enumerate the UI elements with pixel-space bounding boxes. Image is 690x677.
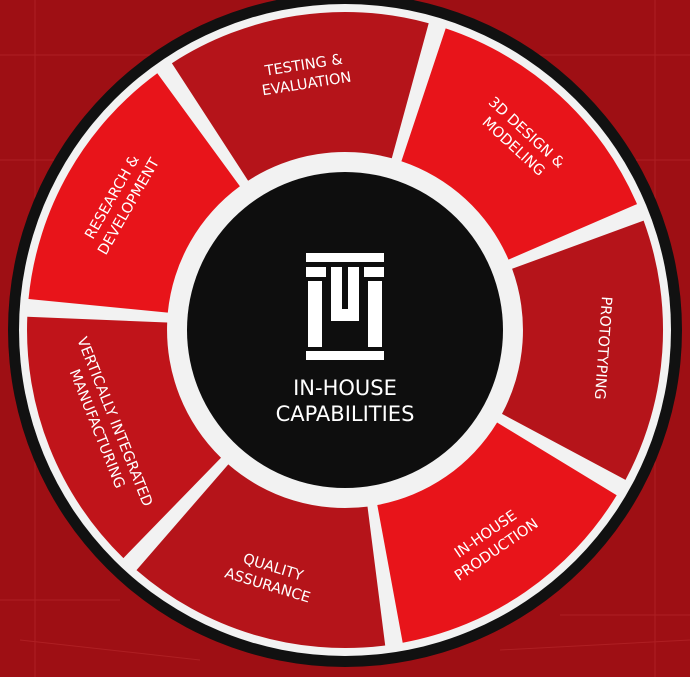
h-monogram-logo [306, 253, 384, 360]
segment-7 [27, 316, 221, 559]
segment-6 [136, 464, 386, 649]
segment-group [27, 11, 664, 649]
center-title-line-2: CAPABILITIES [276, 402, 415, 426]
segment-2 [171, 11, 429, 181]
segment-5 [377, 422, 617, 643]
center-disc [187, 172, 503, 488]
segment-3 [401, 28, 637, 260]
segment-1 [28, 73, 240, 313]
segment-4 [502, 220, 664, 480]
segment-4-label-line-1: PROTOTYPING [591, 296, 614, 400]
center-title-line-1: IN-HOUSE [293, 376, 397, 400]
